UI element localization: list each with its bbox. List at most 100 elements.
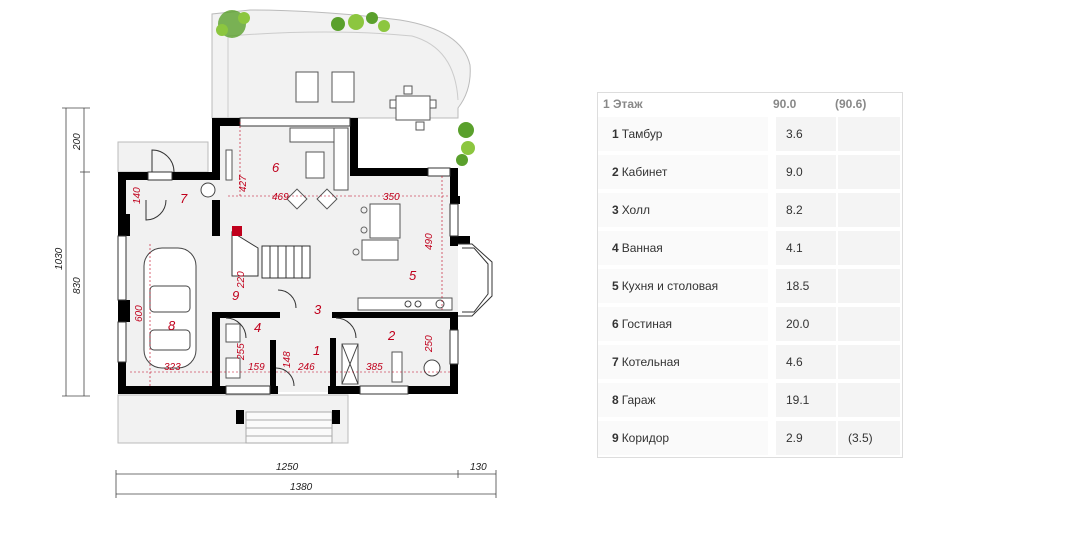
windows: [117, 117, 459, 395]
room-number: 6: [612, 317, 619, 331]
dim-200: 200: [72, 133, 83, 151]
room-name: Гостиная: [621, 317, 673, 331]
floor-area: 90.0: [773, 97, 797, 111]
room-name: Тамбур: [621, 127, 663, 141]
room-area-alt: (3.5): [838, 421, 900, 455]
room-label-9: 9: [232, 288, 239, 303]
plants: [216, 10, 475, 166]
room-area: 19.1: [776, 383, 836, 417]
room-number: 5: [612, 279, 619, 293]
room-area-alt: [838, 231, 900, 265]
floor-area-alt: (90.6): [835, 97, 867, 111]
dim-385: 385: [366, 362, 383, 373]
dim-140: 140: [132, 187, 143, 204]
car: [143, 247, 197, 369]
room-number: 1: [612, 127, 619, 141]
dim-469: 469: [272, 192, 289, 203]
room-label-3: 3: [314, 302, 322, 317]
dim-323: 323: [164, 362, 181, 373]
dim-159: 159: [248, 362, 265, 373]
room-number: 7: [612, 355, 619, 369]
dim-255: 255: [236, 343, 247, 361]
porch-post: [332, 410, 340, 424]
room-area: 3.6: [776, 117, 836, 151]
dim-1250: 1250: [276, 462, 299, 473]
room-area-alt: [838, 345, 900, 379]
table-header: 1 Этаж 90.0 (90.6): [598, 93, 902, 115]
room-area-alt: [838, 307, 900, 341]
dim-220: 220: [236, 271, 247, 289]
room-area-alt: [838, 117, 900, 151]
dim-250: 250: [424, 335, 435, 353]
dim-1030: 1030: [54, 247, 65, 270]
room-name: Коридор: [621, 431, 670, 445]
garage-apron: [117, 141, 209, 173]
room-number: 9: [612, 431, 619, 445]
terrace-furniture: [295, 71, 437, 131]
inner-dimension-lines: [130, 122, 450, 386]
room-label-6: 6: [272, 160, 280, 175]
room-number: 3: [612, 203, 619, 217]
dim-830: 830: [72, 277, 83, 294]
room-name: Гараж: [621, 393, 656, 407]
room-number: 4: [612, 241, 619, 255]
room-label-8: 8: [168, 318, 176, 333]
room-name: Ванная: [621, 241, 663, 255]
room-number: 8: [612, 393, 619, 407]
room-name: Кухня и столовая: [621, 279, 719, 293]
dim-427: 427: [238, 175, 249, 192]
room-area: 9.0: [776, 155, 836, 189]
room-area: 2.9: [776, 421, 836, 455]
room-area: 8.2: [776, 193, 836, 227]
room-label-5: 5: [409, 268, 417, 283]
porch-post: [236, 410, 244, 424]
room-number: 2: [612, 165, 619, 179]
dim-130: 130: [470, 462, 487, 473]
dim-148: 148: [282, 351, 293, 368]
room-name: Кабинет: [621, 165, 668, 179]
room-name: Холл: [621, 203, 650, 217]
staircase: [231, 226, 311, 279]
floor-label: 1 Этаж: [603, 97, 643, 111]
living-furniture: [200, 127, 349, 210]
dim-246: 246: [297, 362, 315, 373]
room-area: 18.5: [776, 269, 836, 303]
bay-window: [458, 243, 493, 317]
room-name: Котельная: [621, 355, 680, 369]
doors: [145, 149, 357, 387]
dim-1380: 1380: [290, 482, 313, 493]
kitchen-furniture: [352, 203, 453, 311]
room-area-alt: [838, 155, 900, 189]
room-label-4: 4: [254, 320, 261, 335]
room-area-alt: [838, 193, 900, 227]
floor-plan: 1 2 3 4 5 6 7 8 9 140 427 469 350 490 22…: [54, 9, 497, 498]
dim-490: 490: [424, 233, 435, 250]
dim-350: 350: [383, 192, 400, 203]
room-area: 4.1: [776, 231, 836, 265]
room-label-2: 2: [387, 328, 396, 343]
room-area: 20.0: [776, 307, 836, 341]
room-label-1: 1: [313, 343, 320, 358]
room-area-alt: [838, 269, 900, 303]
dim-600: 600: [134, 305, 145, 322]
room-area: 4.6: [776, 345, 836, 379]
room-label-7: 7: [180, 191, 188, 206]
